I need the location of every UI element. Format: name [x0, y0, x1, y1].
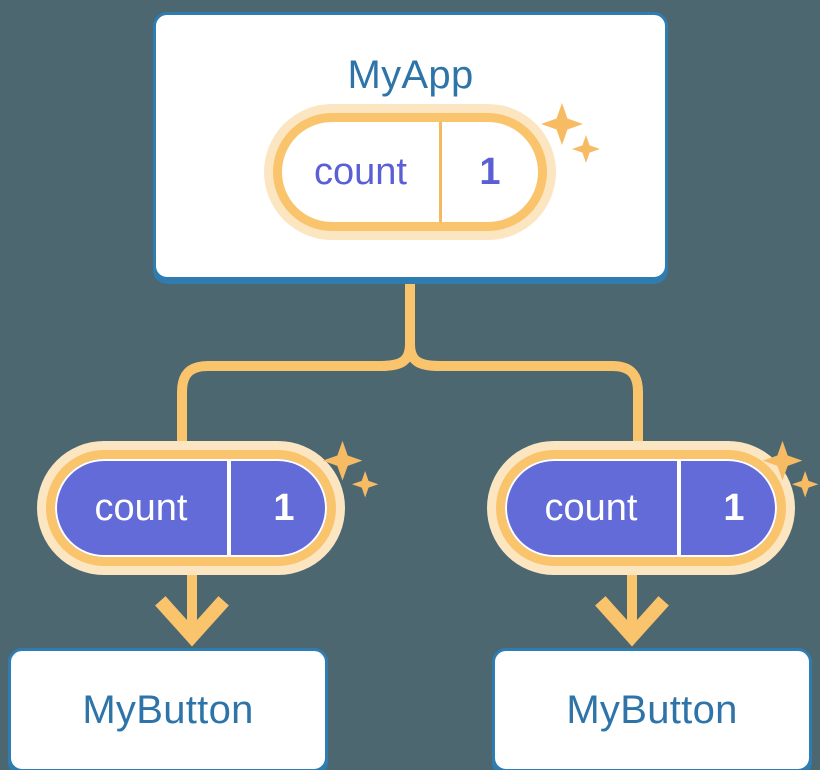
mybutton-label: MyButton [82, 687, 254, 732]
state-pill-value: 1 [273, 486, 295, 529]
tree-branch-icon [177, 280, 643, 470]
state-pill-name: count [282, 122, 442, 222]
state-pill-right-child[interactable]: count 1 [496, 450, 786, 566]
state-pill-name: count [55, 459, 231, 557]
mybutton-card-right[interactable]: MyButton [492, 648, 812, 770]
page-title: MyApp [347, 53, 474, 97]
arrow-down-icon [595, 556, 669, 647]
arrow-down-icon [155, 556, 229, 647]
state-pill-name: count [505, 459, 681, 557]
mybutton-label: MyButton [566, 687, 738, 732]
mybutton-card-left[interactable]: MyButton [8, 648, 328, 770]
state-pill-myapp[interactable]: count 1 [273, 113, 547, 231]
state-pill-value: 1 [479, 150, 501, 193]
state-pill-value: 1 [723, 486, 745, 529]
state-pill-left-child[interactable]: count 1 [46, 450, 336, 566]
